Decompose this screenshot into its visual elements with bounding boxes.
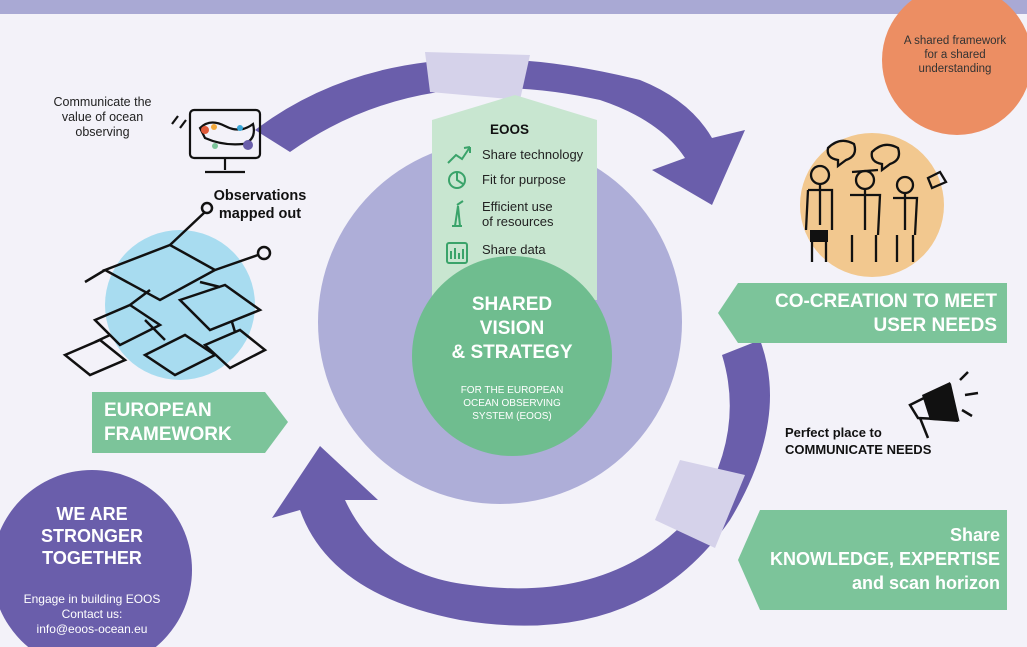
stronger-circle bbox=[0, 470, 192, 647]
monitor-dots bbox=[201, 124, 253, 150]
stronger-contact: Engage in building EOOS Contact us: info… bbox=[12, 592, 172, 637]
center-title-line: VISION bbox=[479, 318, 545, 339]
top-note: A shared framework for a shared understa… bbox=[890, 34, 1020, 76]
share-knowledge-banner: Share KNOWLEDGE, EXPERTISE and scan hori… bbox=[745, 523, 1000, 595]
strategy-circle bbox=[412, 256, 612, 456]
european-framework-line: FRAMEWORK bbox=[104, 424, 232, 445]
eoos-item-label: Share data bbox=[482, 242, 546, 257]
communicate-needs-caption: Perfect place to COMMUNICATE NEEDS bbox=[785, 424, 931, 458]
center-title-line: SHARED bbox=[471, 294, 553, 315]
center-subtitle: FOR THE EUROPEAN OCEAN OBSERVING SYSTEM … bbox=[412, 384, 612, 423]
stronger-title-line: TOGETHER bbox=[42, 548, 142, 568]
stronger-title-line: WE ARE bbox=[56, 504, 128, 524]
eoos-title: EOOS bbox=[490, 122, 530, 137]
stronger-contact-line: Contact us: bbox=[61, 607, 123, 621]
center-subtitle-line: FOR THE EUROPEAN bbox=[460, 385, 564, 396]
eoos-item-share-technology: Share technology bbox=[482, 147, 583, 162]
sand-circle bbox=[800, 133, 944, 277]
observations-caption: Observations mapped out bbox=[190, 187, 330, 223]
eoos-item-label: Fit for purpose bbox=[482, 172, 566, 187]
share-knowledge-line: KNOWLEDGE, EXPERTISE bbox=[769, 549, 1000, 569]
center-subtitle-line: SYSTEM (EOOS) bbox=[472, 411, 552, 422]
share-knowledge-line: Share bbox=[949, 525, 1000, 545]
center-title: SHARED VISION & STRATEGY bbox=[412, 293, 612, 365]
eoos-item-efficient-use: Efficient use of resources bbox=[482, 199, 554, 229]
top-arrow-light-segment bbox=[425, 52, 530, 100]
eoos-item-label: of resources bbox=[482, 214, 554, 229]
megaphone-body bbox=[922, 382, 958, 422]
center-subtitle-line: OCEAN OBSERVING bbox=[463, 398, 561, 409]
communicate-line: value of ocean bbox=[61, 110, 144, 124]
stronger-title-line: STRONGER bbox=[40, 526, 143, 546]
european-framework-banner-shape bbox=[92, 392, 288, 453]
eoos-item-fit-for-purpose: Fit for purpose bbox=[482, 172, 566, 187]
co-creation-line: CO-CREATION TO MEET bbox=[774, 291, 997, 312]
framework-network-icon bbox=[62, 201, 272, 377]
top-note-line: A shared framework bbox=[903, 35, 1007, 47]
eoos-item-share-data: Share data bbox=[482, 242, 546, 257]
top-band bbox=[0, 0, 1027, 14]
co-creation-banner: CO-CREATION TO MEET USER NEEDS bbox=[735, 290, 997, 338]
communicate-needs-line: Perfect place to bbox=[785, 425, 882, 440]
center-title-line: & STRATEGY bbox=[451, 342, 573, 363]
orange-circle bbox=[882, 0, 1027, 135]
eoos-item-label: Share technology bbox=[482, 147, 584, 162]
co-creation-banner-shape bbox=[718, 283, 1007, 343]
communicate-line: observing bbox=[75, 125, 130, 139]
sky-circle bbox=[105, 230, 255, 380]
contact-email-link[interactable]: info@eoos-ocean.eu bbox=[36, 622, 148, 636]
top-note-line: understanding bbox=[918, 63, 992, 75]
bottom-arrow-light-segment bbox=[655, 460, 745, 548]
top-cycle-arrow bbox=[255, 58, 745, 206]
european-framework-banner: EUROPEAN FRAMEWORK bbox=[104, 399, 232, 447]
european-framework-line: EUROPEAN bbox=[104, 400, 212, 421]
top-note-line: for a shared bbox=[924, 49, 986, 61]
stronger-contact-line: Engage in building EOOS bbox=[23, 592, 161, 606]
observations-line: mapped out bbox=[218, 206, 302, 222]
stronger-title: WE ARE STRONGER TOGETHER bbox=[12, 503, 172, 569]
communicate-line: Communicate the bbox=[53, 95, 152, 109]
people-icon bbox=[804, 139, 948, 262]
eoos-item-label: Efficient use bbox=[482, 199, 553, 214]
co-creation-line: USER NEEDS bbox=[873, 315, 997, 336]
eoos-icons bbox=[446, 146, 471, 264]
eoos-panel bbox=[432, 95, 597, 300]
communicate-needs-line: COMMUNICATE NEEDS bbox=[785, 442, 932, 457]
observations-line: Observations bbox=[213, 188, 307, 204]
share-knowledge-banner-shape bbox=[738, 510, 1007, 610]
person-shorts bbox=[810, 230, 828, 242]
monitor-icon bbox=[171, 108, 262, 174]
share-knowledge-line: and scan horizon bbox=[851, 573, 1000, 593]
communicate-caption: Communicate the value of ocean observing bbox=[40, 95, 165, 140]
